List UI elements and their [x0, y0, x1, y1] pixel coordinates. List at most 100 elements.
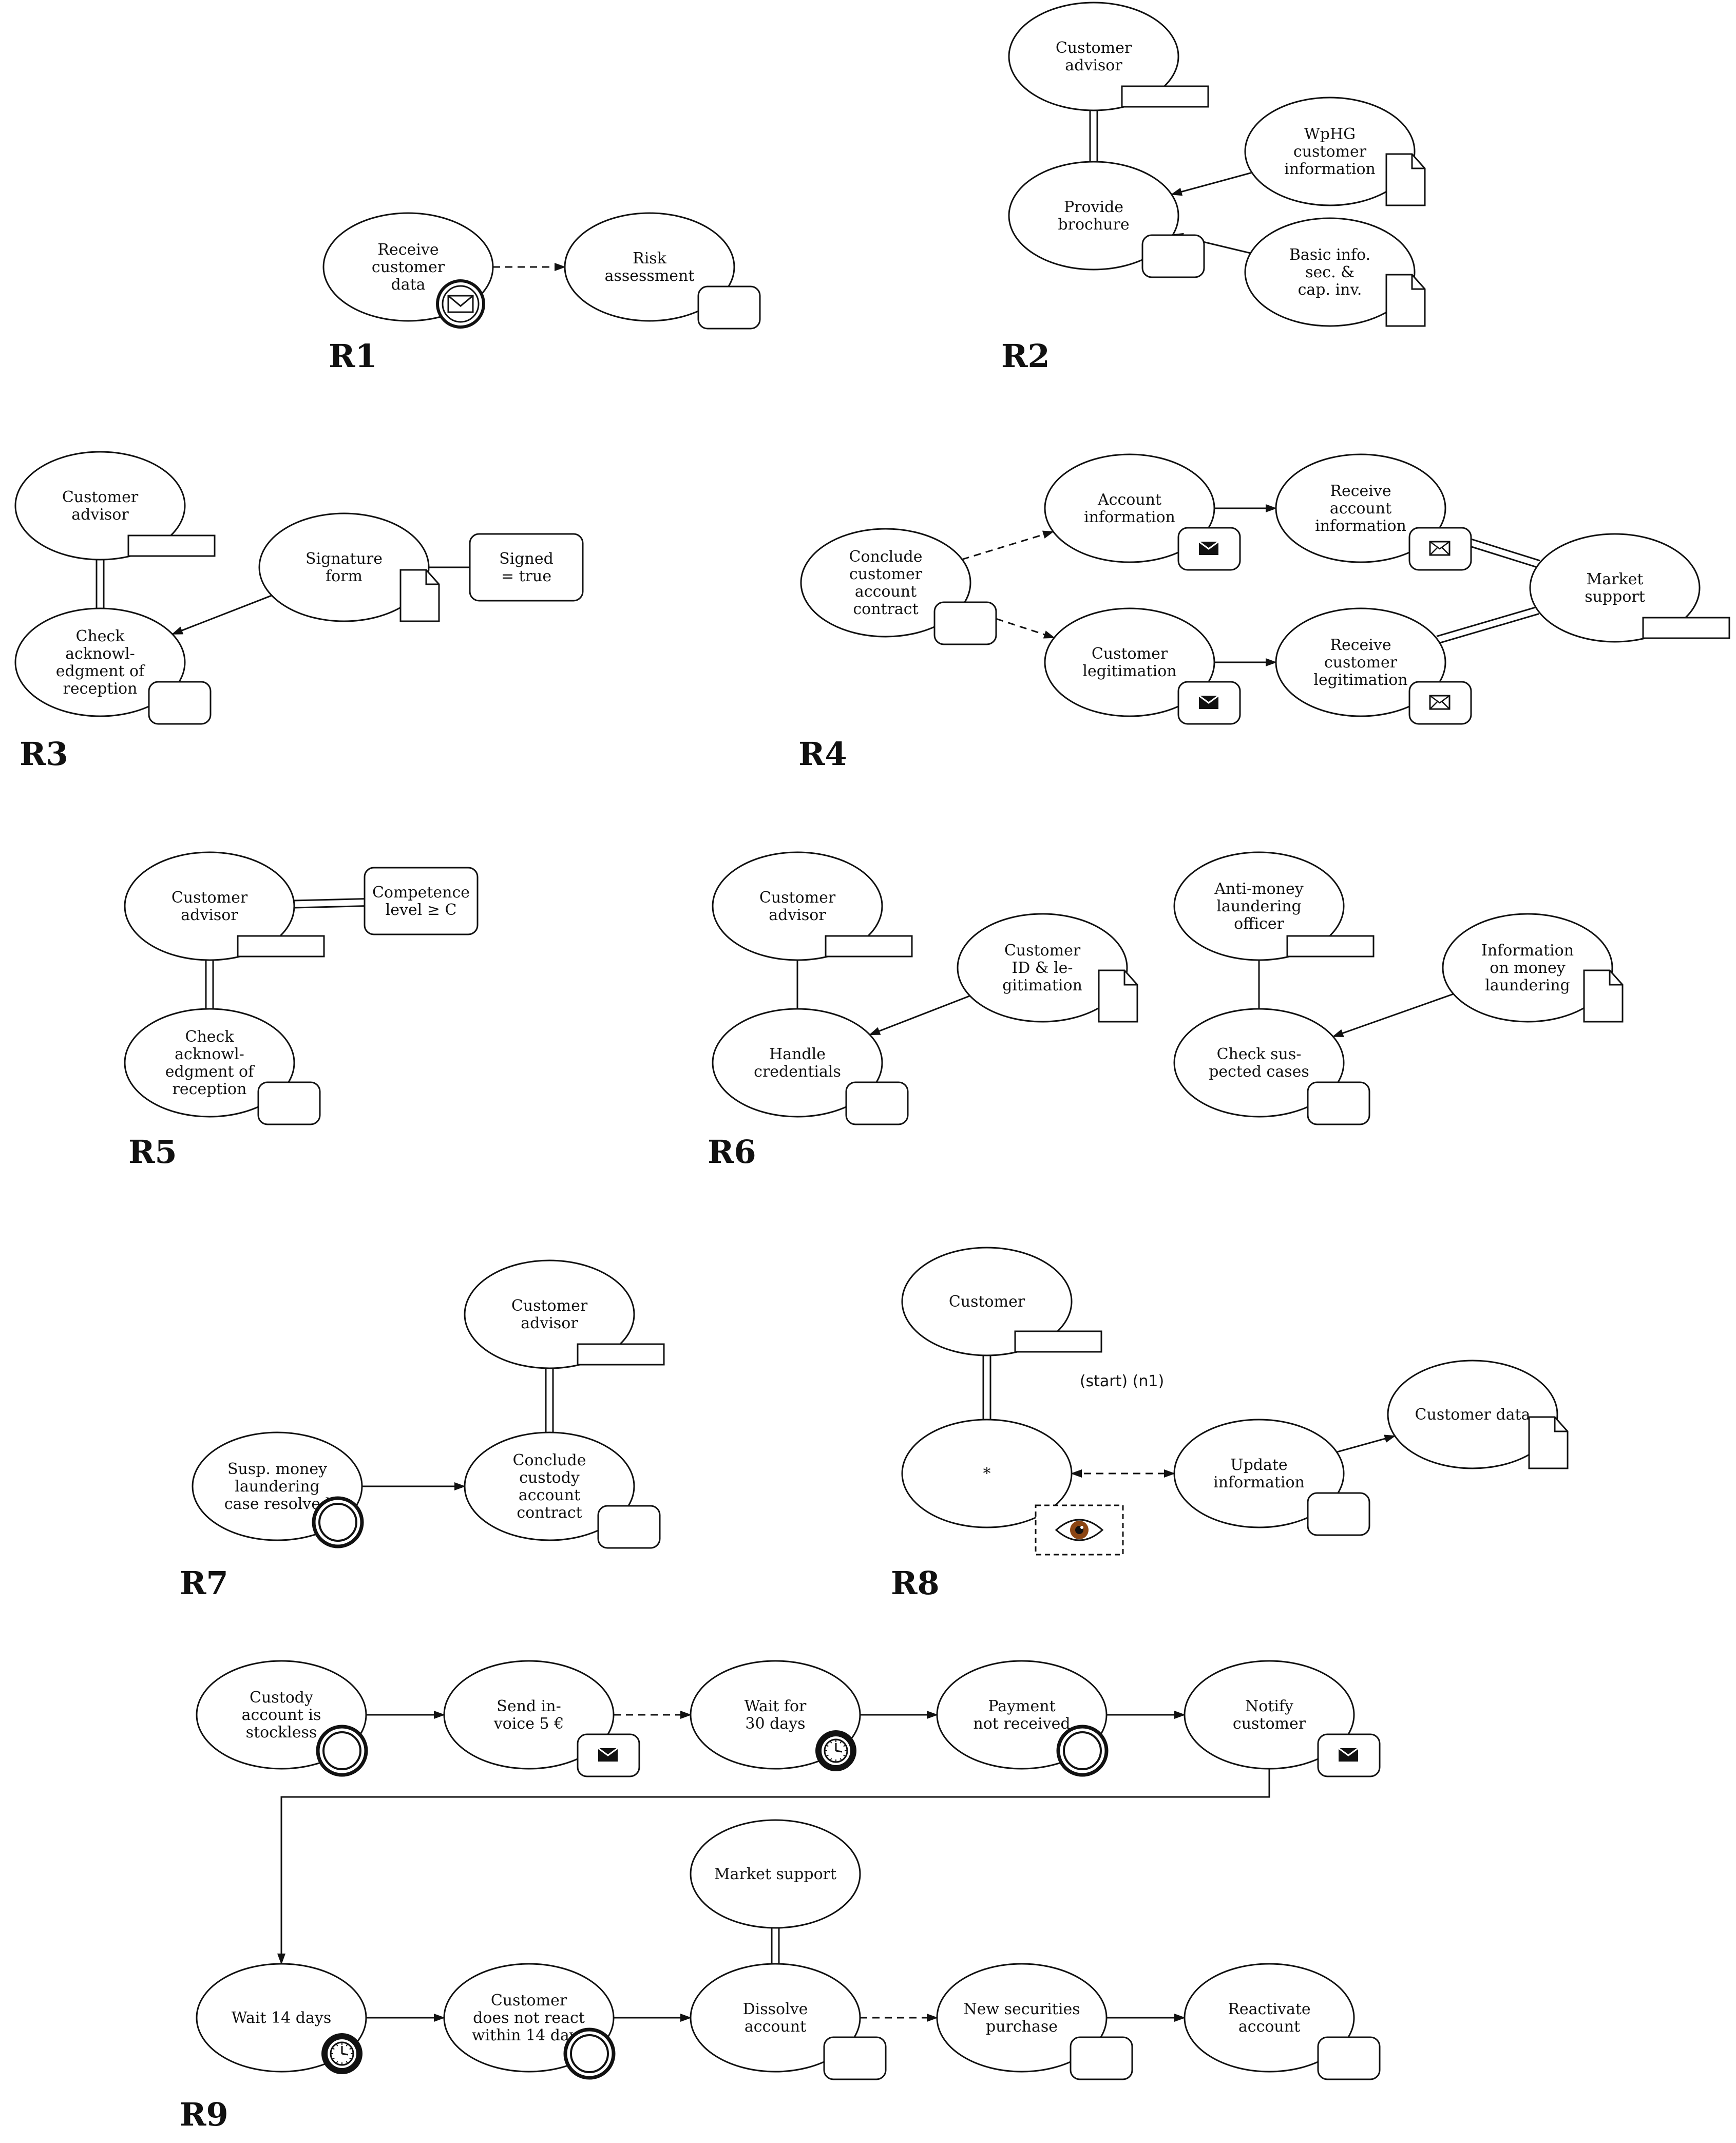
intermediate-event-icon: [563, 2027, 616, 2080]
activity-ellipse: [124, 1008, 295, 1118]
task-box-icon: [257, 1081, 321, 1125]
r9-notify-label-line: Notify: [1245, 1697, 1293, 1715]
activity-ellipse: [1044, 607, 1215, 717]
activity-ellipse: [1244, 217, 1416, 327]
edge-r4-recvlegit-to-r4-market: [1436, 606, 1539, 644]
r7-susp-label-line: laundering: [235, 1478, 320, 1496]
r2-wphg-label-line: WpHG: [1304, 125, 1356, 143]
r4-recvacc-label-line: Receive: [1330, 482, 1391, 500]
activity-ellipse: [712, 1008, 883, 1118]
send-message-icon: [1177, 681, 1241, 725]
r5-check-label-line: acknowl-: [175, 1045, 244, 1063]
r4-conclude-label-line: Conclude: [849, 548, 922, 566]
task-box-icon: [823, 2036, 887, 2080]
intermediate-event-icon: [312, 1496, 364, 1548]
r4-recvlegit-label-line: customer: [1324, 654, 1398, 672]
task-box-icon: [1141, 234, 1205, 278]
r2-wphg-label-line: customer: [1293, 143, 1367, 161]
document-icon: [1098, 969, 1138, 1023]
r8-data-label-line: Customer data: [1415, 1406, 1531, 1424]
activity-ellipse: [14, 451, 186, 561]
r4-recvacc-label-line: information: [1315, 517, 1406, 535]
intermediate-event-icon: [316, 1725, 368, 1777]
send-message-icon: [1317, 1733, 1381, 1777]
send-message-icon: [1177, 527, 1241, 571]
r1-receive-label-line: Receive: [377, 241, 438, 259]
r4-conclude-label-line: account: [855, 583, 917, 601]
activity-ellipse: [443, 1660, 615, 1770]
r9-wait14-label-line: Wait 14 days: [232, 2009, 331, 2027]
r2-advisor-label-line: Customer: [1056, 39, 1132, 57]
section-label-r1: R1: [329, 337, 377, 375]
activity-ellipse: [1184, 1963, 1355, 2073]
r9-newsec-label-line: purchase: [986, 2018, 1058, 2036]
activity-ellipse: [690, 1963, 861, 2073]
activity-ellipse: [258, 512, 430, 622]
role-bar-icon: [237, 935, 325, 958]
task-box-icon: [1317, 2036, 1381, 2080]
r6-custid-label-line: Customer: [1004, 942, 1081, 960]
r9-payment-label-line: not received: [973, 1715, 1070, 1733]
r4-recvacc-label-line: account: [1330, 500, 1391, 518]
document-icon: [1528, 1416, 1569, 1469]
r3-check-label-line: Check: [75, 627, 125, 645]
activity-ellipse: [14, 607, 186, 717]
r2-wphg-label-line: information: [1284, 160, 1376, 178]
edge-r3-signature-to-r3-check: [171, 595, 272, 635]
r2-brochure-label-line: brochure: [1058, 216, 1129, 234]
r8-customer-label-line: Customer: [949, 1293, 1025, 1311]
r9-notify-label-line: customer: [1233, 1715, 1306, 1733]
r6-suspected-label-line: pected cases: [1209, 1063, 1309, 1081]
r9-wait30-label-line: Wait for: [745, 1697, 807, 1715]
r6-handle-label-line: Handle: [769, 1045, 826, 1063]
edge-r5-advisor-to-r5-check: [205, 960, 214, 1009]
r6-handle-label-line: credentials: [754, 1063, 841, 1081]
r6-advisor-label-line: Customer: [759, 889, 836, 907]
document-icon: [1385, 274, 1426, 327]
r5-advisor-label-line: advisor: [181, 906, 238, 924]
section-label-r5: R5: [128, 1133, 177, 1171]
edge-r6-info-to-r6-suspected: [1332, 993, 1454, 1038]
timer-icon: [321, 2033, 363, 2074]
activity-ellipse: [124, 851, 295, 961]
r5-advisor-label-line: Customer: [171, 889, 248, 907]
node-r8-any: *: [901, 1419, 1124, 1556]
node-r9-invoice: Send in-voice 5 €: [443, 1660, 640, 1777]
r9-reactivate-label-line: account: [1238, 2018, 1300, 2036]
r9-reactivate-label-line: Reactivate: [1228, 2000, 1310, 2018]
r9-dissolve-label-line: account: [745, 2018, 806, 2036]
node-r9-wait14: Wait 14 days: [196, 1963, 367, 2074]
activity-ellipse: [1044, 453, 1215, 563]
r9-noreact-label-line: does not react: [473, 2009, 585, 2027]
activity-ellipse: [564, 212, 735, 322]
r2-basic-label-line: sec. &: [1305, 263, 1355, 281]
r3-check-label-line: acknowl-: [65, 645, 135, 663]
r4-custlegit-label-line: Customer: [1092, 645, 1168, 663]
role-bar-icon: [1014, 1330, 1102, 1353]
activity-ellipse: [712, 851, 883, 961]
r3-advisor-label-line: Customer: [62, 488, 139, 506]
node-r6-suspected: Check sus-pected cases: [1173, 1008, 1370, 1125]
r6-aml-label-line: laundering: [1216, 897, 1302, 915]
r7-conclude-label-line: Conclude: [512, 1451, 586, 1469]
r1-receive-label-line: data: [391, 276, 425, 294]
r6-info-label-line: Information: [1481, 942, 1574, 960]
r4-market-label-line: Market: [1587, 570, 1644, 588]
edge-r9-market-to-r9-dissolve: [771, 1928, 780, 1964]
document-icon: [1385, 153, 1426, 206]
task-box-icon: [697, 285, 761, 330]
activity-ellipse: [1173, 1008, 1345, 1118]
edge-r4-conclude-to-r4-accinfo: [962, 530, 1055, 561]
